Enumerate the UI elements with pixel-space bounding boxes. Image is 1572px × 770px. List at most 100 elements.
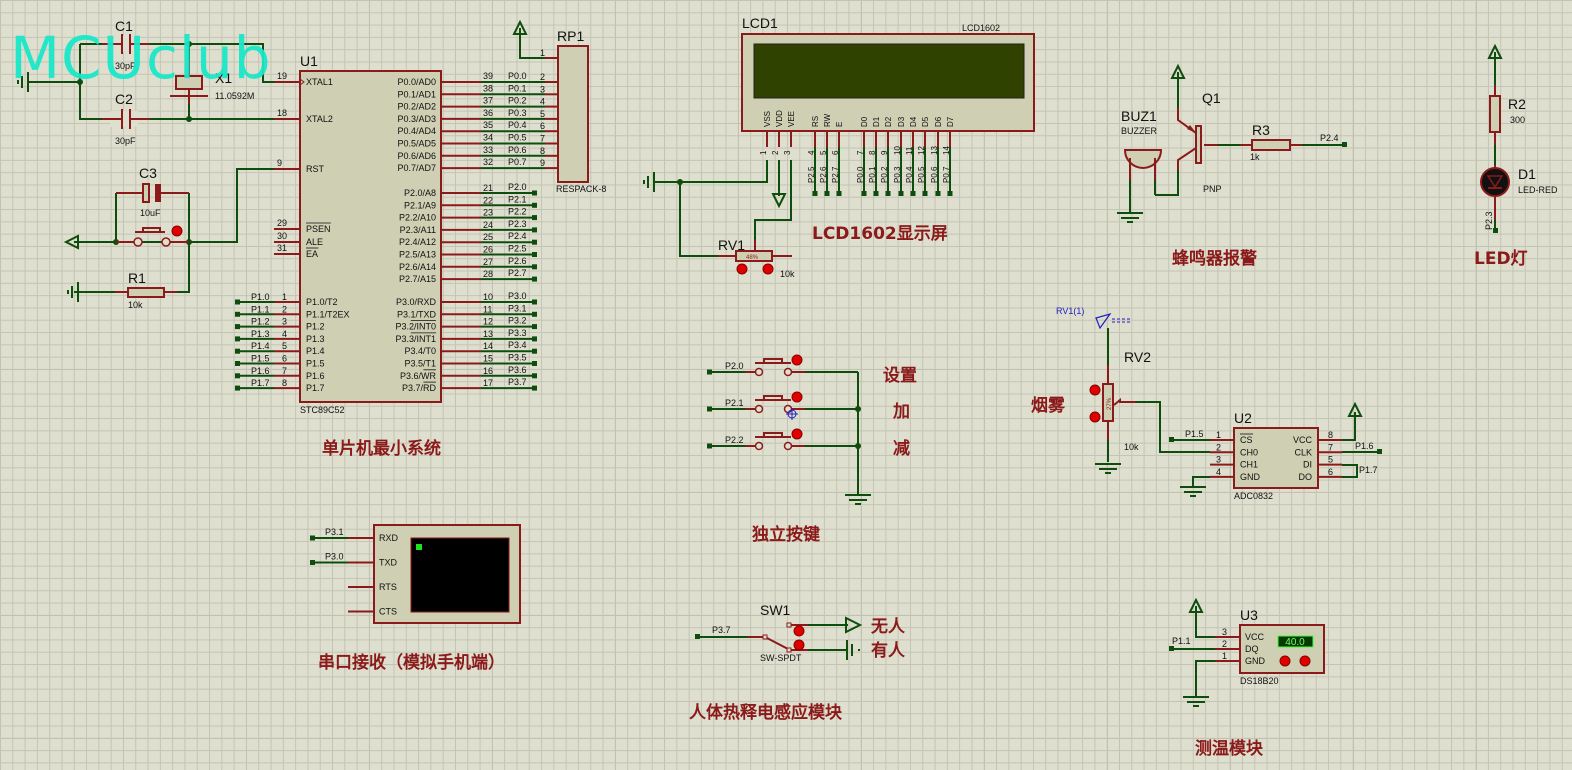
pin-number: 6 — [282, 354, 287, 364]
net-terminal[interactable] — [532, 385, 537, 391]
net-terminal[interactable] — [707, 406, 712, 412]
net-terminal[interactable] — [532, 215, 537, 221]
temp-up-icon[interactable] — [1299, 655, 1311, 667]
net-terminal[interactable] — [532, 239, 537, 245]
decrease-icon[interactable] — [1089, 411, 1101, 423]
net-terminal[interactable] — [898, 191, 904, 196]
net-terminal[interactable] — [910, 191, 916, 196]
resistor-r1[interactable]: R1 10k — [115, 270, 177, 310]
buz1-part: BUZZER — [1121, 126, 1158, 136]
net-terminal[interactable] — [532, 348, 537, 354]
net-terminal[interactable] — [235, 361, 240, 366]
rv1-ref: RV1 — [718, 237, 745, 253]
net-terminal[interactable] — [235, 373, 240, 379]
push-button-key[interactable]: P2.2 — [707, 428, 858, 451]
net-label: P0.3 — [508, 108, 527, 118]
net-terminal[interactable] — [532, 276, 537, 282]
capacitor-c3[interactable]: C3 10uF — [116, 165, 189, 218]
c3-value: 10uF — [140, 208, 161, 218]
capacitor-c1[interactable]: C1 30pF — [102, 18, 150, 71]
switch-up-icon[interactable] — [793, 625, 805, 637]
pin-number: 39 — [483, 71, 493, 81]
crystal-x1[interactable]: X1 11.0592M — [170, 60, 254, 104]
net-terminal[interactable] — [812, 191, 818, 196]
rp-pin-number: 8 — [540, 146, 545, 156]
net-terminal[interactable] — [235, 385, 240, 391]
button-actuator-icon[interactable] — [791, 354, 803, 366]
capacitor-c2[interactable]: C2 30pF — [102, 91, 150, 146]
pin-name: P2.1/A9 — [404, 200, 436, 210]
reset-button[interactable] — [116, 225, 189, 247]
net-terminal[interactable] — [885, 191, 891, 196]
net-terminal[interactable] — [532, 227, 537, 233]
net-terminal[interactable] — [532, 202, 537, 208]
net-terminal[interactable] — [836, 191, 842, 196]
net-terminal[interactable] — [947, 191, 953, 196]
smoke-sensor-rv2[interactable]: RV1(1) 27% RV2 10k — [1056, 306, 1151, 474]
net-terminal[interactable] — [707, 369, 712, 375]
net-terminal[interactable] — [235, 324, 240, 330]
increase-icon[interactable] — [1089, 384, 1101, 396]
mcu-u1[interactable]: U1 STC89C52 19XTAL118XTAL29RST29PSEN30AL… — [235, 53, 558, 415]
net-terminal[interactable] — [532, 264, 537, 270]
temp-down-icon[interactable] — [1279, 655, 1291, 667]
net-terminal[interactable] — [532, 299, 537, 305]
button-actuator-icon[interactable] — [171, 225, 183, 237]
pin-number: 12 — [483, 317, 493, 327]
resistor-pack-rp1[interactable]: 1 RP1 RESPACK-8 — [512, 19, 606, 194]
pin-number: 6 — [831, 150, 840, 155]
net-terminal[interactable] — [235, 299, 240, 305]
button-actuator-icon[interactable] — [791, 391, 803, 403]
resistor-r2[interactable]: R2 300 — [1489, 95, 1526, 133]
net-terminal[interactable] — [873, 191, 879, 196]
net-terminal[interactable] — [310, 560, 315, 565]
net-terminal[interactable] — [532, 252, 537, 257]
pin-name: P1.5 — [306, 359, 325, 369]
resistor-r3[interactable]: R3 1k — [1240, 122, 1302, 162]
net-terminal[interactable] — [310, 535, 315, 541]
increase-icon[interactable] — [762, 263, 774, 275]
pin-number: 17 — [483, 378, 493, 388]
net-terminal[interactable] — [532, 311, 537, 317]
push-button-key[interactable]: P2.1 — [707, 391, 858, 414]
pin-number: 34 — [483, 133, 493, 143]
net-terminal[interactable] — [707, 443, 712, 449]
pin-name: RTS — [379, 582, 397, 592]
lcd1602-display[interactable]: LCD1 LCD1602 VSS1VDD2VEE3RS4P2.5RW5P2.6E… — [741, 15, 1035, 196]
net-terminal[interactable] — [532, 336, 537, 342]
led-d1[interactable]: D1 LED-RED — [1480, 166, 1558, 197]
x1-value: 11.0592M — [215, 91, 254, 101]
potentiometer-rv1[interactable]: 48% RV1 10k — [718, 237, 795, 279]
button-actuator-icon[interactable] — [791, 428, 803, 440]
pin-number: 31 — [277, 243, 287, 253]
pin-number: 3 — [1222, 627, 1227, 637]
net-terminal[interactable] — [824, 191, 830, 196]
push-button-key[interactable]: P2.0 — [707, 354, 858, 377]
pin-number: 11 — [905, 146, 914, 155]
net-terminal[interactable] — [532, 361, 537, 366]
decrease-icon[interactable] — [736, 263, 748, 275]
net-terminal[interactable] — [935, 191, 941, 196]
net-terminal[interactable] — [922, 191, 928, 196]
led-circuit[interactable]: R2 300 D1 LED-RED P2.3 — [1480, 43, 1558, 233]
net-terminal[interactable] — [532, 373, 537, 379]
net-terminal[interactable] — [532, 324, 537, 330]
net-terminal[interactable] — [235, 348, 240, 354]
pin-number: 5 — [1328, 455, 1333, 465]
net-label: P0.7 — [508, 157, 527, 167]
net-terminal[interactable] — [235, 311, 240, 317]
switch-sw1[interactable]: P3.7 SW1 SW-SPDT — [695, 602, 863, 663]
net-terminal[interactable] — [532, 190, 537, 196]
switch-down-icon[interactable] — [793, 639, 805, 651]
net-terminal[interactable] — [861, 191, 867, 196]
net-terminal[interactable] — [235, 336, 240, 342]
buzzer-circuit[interactable]: R3 1k P2.4 BUZ1 BUZZER Q1 PNP — [1117, 63, 1347, 223]
independent-keys: P2.0P2.1P2.2 — [707, 354, 858, 451]
